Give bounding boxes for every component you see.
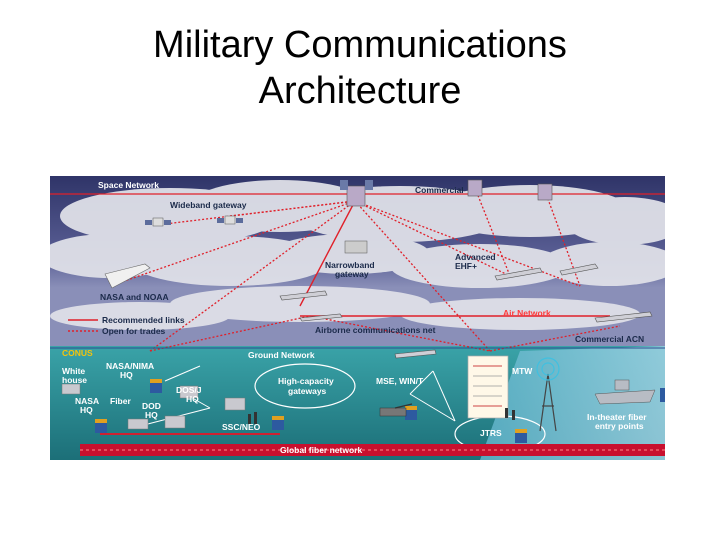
label-ssc-neo: SSC/NEO	[222, 422, 261, 432]
label-dosj-hq-1: DOS/J	[176, 385, 202, 395]
label-space-network: Space Network	[98, 180, 159, 190]
satellite-commercial-2	[537, 183, 553, 201]
label-high-capacity-1: High-capacity	[278, 376, 334, 386]
narrowband-satellite	[344, 240, 368, 254]
clouds	[50, 180, 665, 330]
slide-title: Military Communications Architecture	[0, 22, 720, 114]
label-mtw: MTW	[512, 366, 533, 376]
label-narrowband-2: gateway	[335, 269, 369, 279]
global-fiber-bar	[80, 444, 665, 456]
label-advanced-2: EHF+	[455, 261, 477, 271]
legend-recommended: Recommended links	[102, 315, 185, 325]
data-nodes	[95, 379, 665, 443]
label-global-fiber: Global fiber network	[280, 445, 362, 455]
aircraft	[279, 263, 653, 359]
label-nasa-hq-2: HQ	[80, 405, 93, 415]
label-fiber: Fiber	[110, 396, 131, 406]
label-ground-network: Ground Network	[248, 350, 315, 360]
title-line-2: Architecture	[258, 70, 462, 112]
satellite-central	[340, 180, 373, 207]
title-line-1: Military Communications	[153, 24, 567, 66]
space-shuttle	[104, 263, 151, 289]
soldiers	[248, 408, 515, 424]
architecture-diagram: Space Network Commercial Wideband gatewa…	[50, 176, 665, 460]
label-dod-hq-2: HQ	[145, 410, 158, 420]
label-narrowband-1: Narrowband	[325, 260, 375, 270]
label-nasa-hq-1: NASA	[75, 396, 99, 406]
label-air-network: Air Network	[503, 308, 551, 318]
label-conus: CONUS	[62, 348, 93, 358]
label-mse-win-t: MSE, WIN/T	[376, 376, 424, 386]
label-dosj-hq-2: HQ	[186, 394, 199, 404]
satellite-commercial-1	[467, 179, 483, 197]
label-dod-hq-1: DOD	[142, 401, 161, 411]
label-white-house-1: White	[62, 366, 85, 376]
label-advanced-1: Advanced	[455, 252, 496, 262]
legend-trades: Open for trades	[102, 326, 166, 336]
satellite-wideband-2	[217, 215, 243, 225]
label-commercial: Commercial	[415, 185, 464, 195]
label-in-theater-2: entry points	[595, 421, 644, 431]
buildings	[61, 383, 246, 430]
label-nasa-nima-2: HQ	[120, 370, 133, 380]
naval-ship	[594, 379, 656, 405]
radio-tower	[536, 357, 560, 432]
tank	[379, 403, 413, 417]
label-wideband-gateway: Wideband gateway	[170, 200, 247, 210]
label-jtrs: JTRS	[480, 428, 502, 438]
label-in-theater-1: In-theater fiber	[587, 412, 647, 422]
recommended-links	[299, 200, 610, 317]
document-panel	[467, 355, 509, 419]
label-white-house-2: house	[62, 375, 87, 385]
satellite-wideband-1	[145, 217, 171, 227]
label-nasa-nima-1: NASA/NIMA	[106, 361, 154, 371]
label-airborne-net: Airborne communications net	[315, 325, 436, 335]
label-nasa-noaa: NASA and NOAA	[100, 292, 169, 302]
label-high-capacity-2: gateways	[288, 386, 327, 396]
link-lines	[109, 187, 621, 352]
label-commercial-acn: Commercial ACN	[575, 334, 644, 344]
